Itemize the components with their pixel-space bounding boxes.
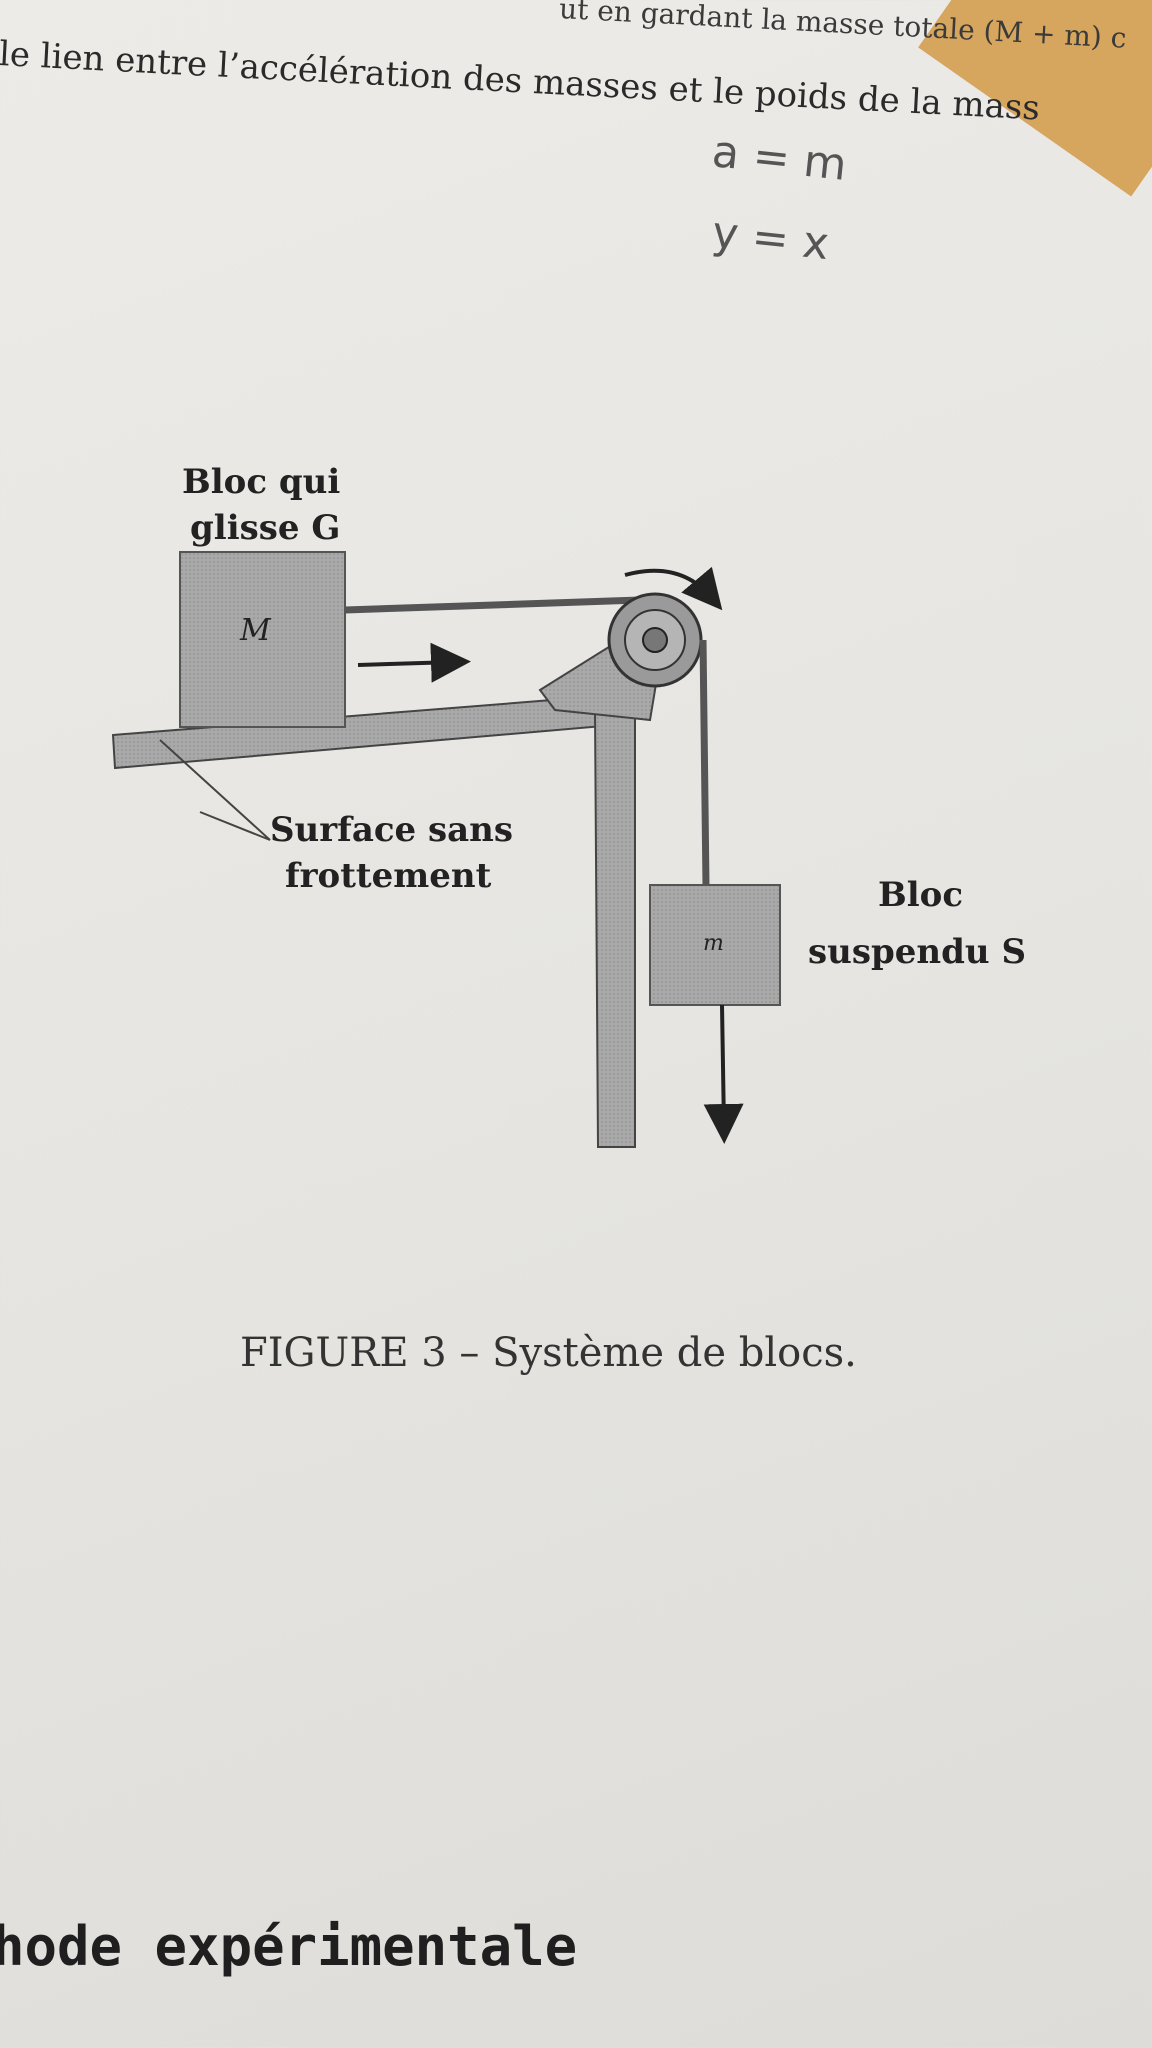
label-hanging-2: suspendu S	[808, 932, 1027, 972]
motion-arrow-down	[703, 1004, 744, 1144]
mass-M-label: M	[239, 613, 272, 648]
label-hanging-1: Bloc	[878, 875, 964, 915]
surface-leader-line	[159, 739, 271, 841]
block-m	[649, 884, 781, 1006]
label-sliding-block-1: Bloc qui	[182, 462, 341, 502]
rope-vertical	[699, 639, 710, 887]
block-M	[179, 551, 346, 728]
motion-arrow-right	[357, 642, 471, 683]
rope-horizontal	[344, 596, 641, 614]
label-surface-2: frottement	[285, 856, 492, 896]
label-sliding-block-2: glisse G	[190, 508, 341, 548]
table	[111, 693, 636, 1148]
label-surface-1: Surface sans	[270, 810, 514, 850]
mass-m-label: m	[703, 931, 724, 956]
rotation-arrow	[624, 566, 723, 611]
section-heading: hode expérimentale	[0, 1915, 578, 1978]
pulley	[607, 592, 703, 688]
figure-caption: FIGURE 3 – Système de blocs.	[240, 1330, 857, 1376]
